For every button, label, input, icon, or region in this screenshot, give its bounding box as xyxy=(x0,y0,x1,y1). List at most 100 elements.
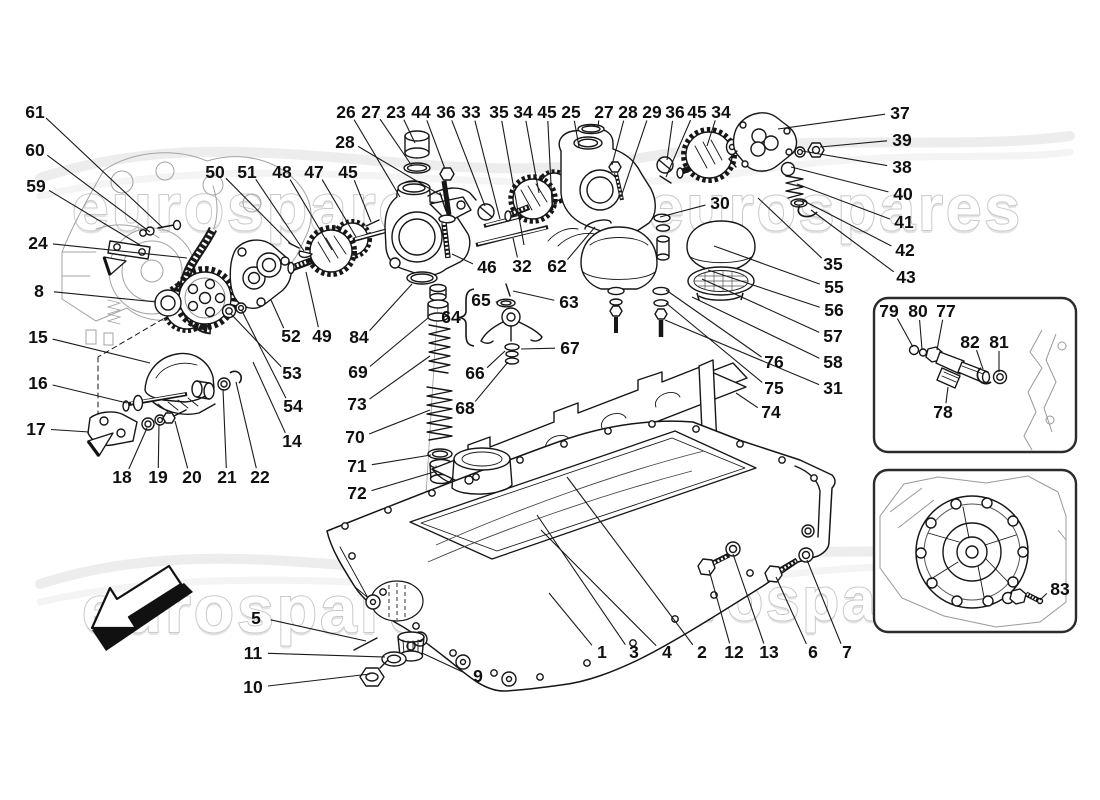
part-label-41: 41 xyxy=(894,212,914,232)
leader-line-43 xyxy=(810,209,895,273)
part-label-39: 39 xyxy=(892,130,912,150)
part-label-53: 53 xyxy=(282,363,302,383)
leader-line-28 xyxy=(357,145,443,197)
pump-cover-plate xyxy=(221,239,292,319)
leader-line-13 xyxy=(732,553,765,644)
part-label-26: 26 xyxy=(336,102,356,122)
leader-line-25 xyxy=(573,120,580,148)
part-label-80: 80 xyxy=(908,301,928,321)
part-label-36: 36 xyxy=(665,102,685,122)
direction-arrow xyxy=(90,564,193,651)
leader-line-10 xyxy=(267,673,371,687)
leader-line-38 xyxy=(801,150,888,167)
leader-line-72 xyxy=(371,471,435,492)
part-label-71: 71 xyxy=(347,456,367,476)
leader-line-45 xyxy=(665,119,692,178)
leader-line-51 xyxy=(255,178,305,252)
part-label-57: 57 xyxy=(823,326,842,346)
leader-line-76 xyxy=(665,289,762,358)
leader-line-79 xyxy=(896,318,914,348)
part-label-28: 28 xyxy=(618,102,638,122)
part-label-5: 5 xyxy=(251,608,261,628)
part-label-34: 34 xyxy=(513,102,533,122)
leader-line-77 xyxy=(936,319,944,351)
leader-line-49 xyxy=(305,271,319,328)
part-label-27: 27 xyxy=(594,102,613,122)
inset-gearbox-detail xyxy=(872,468,1078,634)
brace-64 xyxy=(458,288,475,347)
part-label-12: 12 xyxy=(724,642,744,662)
part-label-50: 50 xyxy=(205,162,225,182)
part-label-81: 81 xyxy=(989,332,1009,352)
leader-line-78 xyxy=(945,386,949,404)
part-label-74: 74 xyxy=(761,402,781,422)
part-label-34: 34 xyxy=(711,102,731,122)
part-label-63: 63 xyxy=(559,292,579,312)
leader-line-17 xyxy=(50,428,90,433)
leader-line-21 xyxy=(222,388,227,469)
oil-pump-gears-1 xyxy=(287,219,372,277)
leader-line-27 xyxy=(597,120,600,129)
part-label-77: 77 xyxy=(936,301,955,321)
leader-line-59 xyxy=(48,189,141,246)
part-label-21: 21 xyxy=(217,467,237,487)
leader-line-55 xyxy=(713,245,820,285)
leader-line-16 xyxy=(52,384,128,404)
leader-line-45 xyxy=(353,179,372,223)
part-label-9: 9 xyxy=(473,666,483,686)
part-label-35: 35 xyxy=(489,102,509,122)
part-label-64: 64 xyxy=(441,307,461,327)
leader-line-57 xyxy=(701,278,820,333)
part-label-24: 24 xyxy=(28,233,48,253)
part-label-6: 6 xyxy=(808,642,818,662)
leader-line-26 xyxy=(353,119,401,198)
leader-line-31 xyxy=(664,319,820,386)
part-label-14: 14 xyxy=(282,431,302,451)
leader-line-82 xyxy=(975,349,984,370)
leader-line-29 xyxy=(620,120,648,198)
part-label-22: 22 xyxy=(250,467,270,487)
part-label-61: 61 xyxy=(25,102,45,122)
part-label-32: 32 xyxy=(512,256,532,276)
watermark-text: eurospares xyxy=(648,172,1023,244)
leader-line-12 xyxy=(708,569,731,644)
part-label-45: 45 xyxy=(338,162,358,182)
bypass-valve-assembly xyxy=(458,283,543,365)
leader-line-67 xyxy=(520,347,556,350)
leader-line-48 xyxy=(289,179,333,251)
part-label-29: 29 xyxy=(642,102,662,122)
timing-chain-and-sprocket xyxy=(154,226,237,335)
leader-line-47 xyxy=(321,179,357,238)
part-label-78: 78 xyxy=(933,402,953,422)
part-label-8: 8 xyxy=(34,281,44,301)
drain-plugs-and-bolts xyxy=(353,541,814,687)
chain-tensioner-bracket xyxy=(102,219,182,276)
leader-line-1 xyxy=(548,592,593,646)
part-label-38: 38 xyxy=(892,157,912,177)
part-label-44: 44 xyxy=(411,102,431,122)
part-label-2: 2 xyxy=(697,642,707,662)
leader-line-22 xyxy=(235,381,257,469)
leader-line-5 xyxy=(270,619,367,642)
leader-line-52 xyxy=(270,299,285,329)
part-label-31: 31 xyxy=(823,378,843,398)
arrow-icon xyxy=(90,564,183,630)
part-label-66: 66 xyxy=(465,363,485,383)
leader-line-19 xyxy=(157,423,160,469)
leader-line-27 xyxy=(379,118,413,167)
leader-line-71 xyxy=(371,454,432,466)
part-label-73: 73 xyxy=(347,394,367,414)
leader-line-11 xyxy=(267,652,386,658)
leader-line-34 xyxy=(706,120,716,147)
oil-pump-3-and-cover xyxy=(676,112,825,218)
relief-valve-stack xyxy=(426,283,453,485)
part-label-84: 84 xyxy=(349,327,369,347)
part-label-59: 59 xyxy=(26,176,46,196)
leader-line-45 xyxy=(547,120,553,205)
part-label-25: 25 xyxy=(561,102,581,122)
part-label-52: 52 xyxy=(281,326,301,346)
leader-line-42 xyxy=(801,199,892,247)
